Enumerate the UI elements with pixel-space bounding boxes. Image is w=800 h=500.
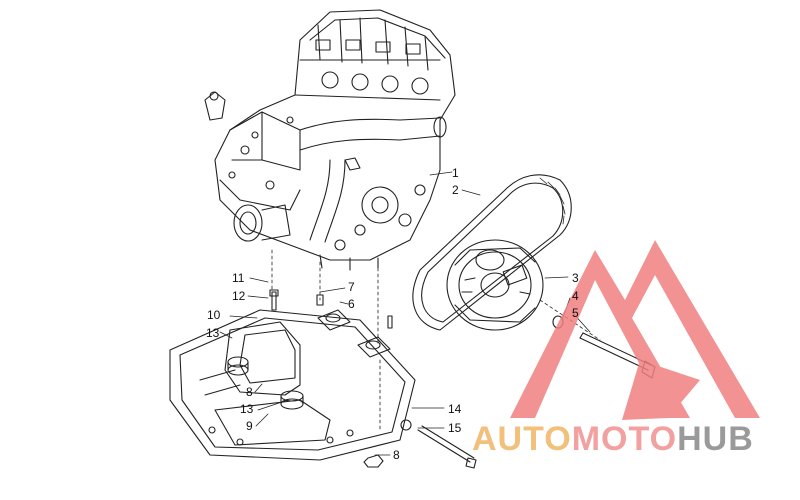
small-bolt [316, 294, 393, 329]
callout-6: 6 [348, 297, 355, 311]
callout-13b: 13 [240, 402, 254, 416]
engine-block [204, 9, 456, 271]
callout-4: 4 [572, 289, 579, 303]
mount-isolator-left [317, 309, 351, 331]
callout-8b: 8 [393, 448, 400, 462]
callout-12: 12 [232, 289, 246, 303]
callout-5: 5 [572, 306, 579, 320]
callout-13a: 13 [206, 326, 220, 340]
callout-3: 3 [572, 271, 579, 285]
engine-mount-bracket [224, 321, 301, 396]
callout-11: 11 [232, 271, 245, 285]
rubber-mount-lower [280, 390, 304, 410]
long-bolt [417, 425, 477, 469]
mount-isolator-right [357, 336, 391, 358]
callout-8a: 8 [246, 385, 253, 399]
drive-belt [412, 174, 572, 331]
watermark-hub: HUB [677, 420, 754, 458]
nut [363, 454, 384, 468]
callout-7: 7 [348, 280, 355, 294]
washer-14 [400, 419, 412, 431]
watermark-moto: MOTO [571, 420, 678, 458]
callout-10: 10 [207, 308, 221, 322]
callout-9: 9 [246, 419, 253, 433]
mount-bolt [269, 289, 279, 311]
callout-15: 15 [448, 421, 462, 435]
chassis-frame [169, 309, 416, 461]
drive-clutch [446, 239, 544, 331]
callout-14: 14 [448, 402, 462, 416]
callout-2: 2 [452, 183, 459, 197]
watermark-auto: AUTO [472, 420, 572, 458]
watermark-logo-triangle [510, 240, 760, 420]
watermark-logo-text: AUTOMOTOHUB [472, 421, 754, 457]
callout-1: 1 [452, 166, 459, 180]
rubber-mount-upper [227, 356, 249, 376]
